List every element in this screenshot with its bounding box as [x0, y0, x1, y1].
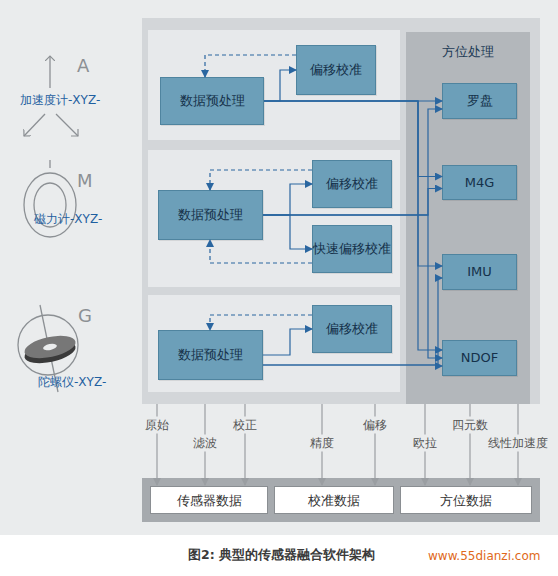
- connector: [210, 170, 312, 190]
- edge-label: 欧拉: [411, 435, 439, 452]
- node-text: 数据预处理: [178, 347, 243, 363]
- connector: [263, 215, 442, 358]
- connector: [263, 278, 442, 365]
- process-box: 偏移校准: [296, 45, 376, 95]
- group-heading: 方位处理: [406, 44, 530, 60]
- node-text: M4G: [465, 175, 495, 191]
- process-box: 数据预处理: [160, 77, 264, 125]
- process-box: 快速偏移校准: [312, 225, 392, 273]
- mode-box: 罗盘: [442, 83, 517, 119]
- connector: [264, 101, 442, 350]
- process-box: 数据预处理: [158, 330, 263, 380]
- connector: [264, 101, 442, 266]
- node-text: 偏移校准: [326, 321, 378, 337]
- process-box: 数据预处理: [158, 190, 263, 240]
- mode-box: NDOF: [442, 340, 517, 376]
- mode-box: M4G: [442, 165, 517, 200]
- group-panel: 方位处理罗盘 M4G IMU NDOF: [406, 32, 530, 404]
- connector: [264, 101, 442, 177]
- sensor-label: 加速度计-XYZ-: [20, 92, 100, 109]
- watermark: www.55dianzi.com: [428, 549, 540, 563]
- node-text: 罗盘: [467, 93, 493, 109]
- node-text: 数据预处理: [178, 207, 243, 223]
- signal-label: 偏移: [361, 417, 389, 434]
- connector: [264, 70, 296, 101]
- signal-label: 精度: [308, 435, 336, 452]
- node-text: 方位数据: [440, 493, 492, 508]
- edge-label: 四元数: [450, 417, 490, 434]
- sensor-label: 陀螺仪-XYZ-: [38, 374, 106, 391]
- node-text: 偏移校准: [310, 62, 362, 78]
- connector: [210, 240, 312, 263]
- node-text: 数据预处理: [180, 93, 245, 109]
- process-box: 偏移校准: [312, 305, 392, 353]
- axis-letter: M: [77, 170, 93, 191]
- connector: [263, 365, 442, 366]
- axis-letter: G: [78, 305, 92, 326]
- node-text: 校准数据: [308, 493, 360, 508]
- node-text: IMU: [467, 264, 492, 280]
- node-text: 快速偏移校准: [313, 241, 391, 257]
- output-box: 校准数据: [274, 486, 394, 514]
- sensor-label: 磁力计-XYZ-: [34, 211, 102, 228]
- connector: [205, 55, 296, 77]
- output-lines: [157, 404, 375, 485]
- connector: [263, 215, 312, 249]
- node-text: 偏移校准: [326, 176, 378, 192]
- node-text: 传感器数据: [177, 493, 242, 508]
- process-box: 偏移校准: [312, 160, 392, 208]
- connector: [263, 184, 312, 215]
- connector: [264, 100, 442, 101]
- connector: [210, 315, 312, 330]
- caption: 图2: 典型的传感器融合软件架构: [188, 547, 375, 564]
- connector: [263, 109, 442, 215]
- mode-box: IMU: [442, 254, 517, 290]
- axis-letter: A: [77, 55, 89, 76]
- output-box: 方位数据: [400, 486, 532, 514]
- connector: [263, 329, 312, 355]
- node-text: NDOF: [461, 350, 498, 366]
- signal-label: 原始: [143, 417, 171, 434]
- signal-label: 校正: [231, 417, 259, 434]
- edge-label: 线性加速度: [486, 435, 550, 452]
- connector: [263, 189, 442, 216]
- output-box: 传感器数据: [150, 486, 268, 514]
- signal-label: 滤波: [191, 435, 219, 452]
